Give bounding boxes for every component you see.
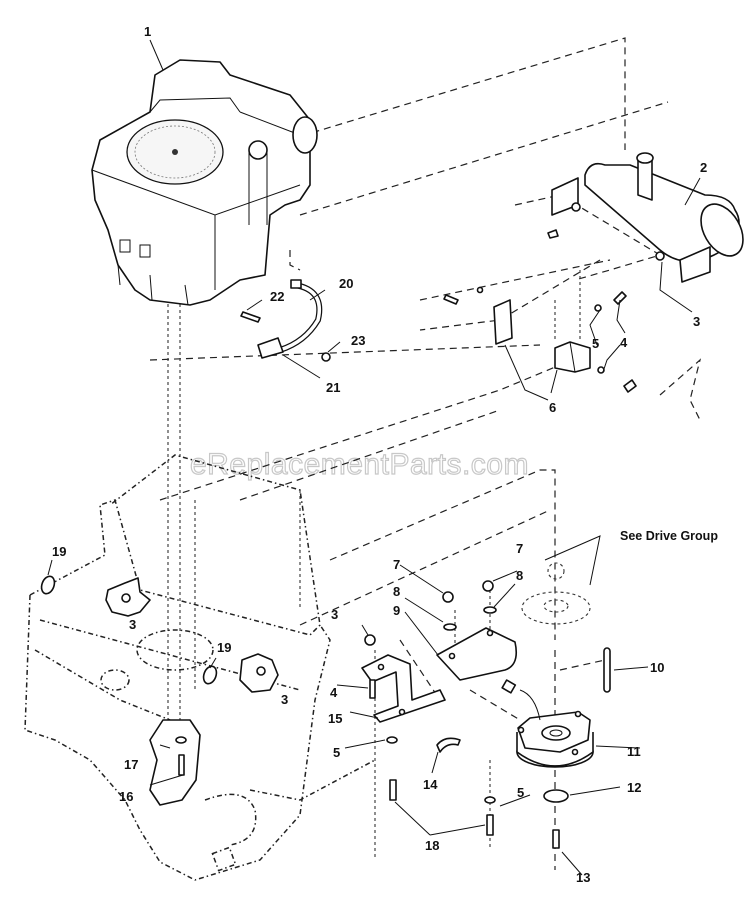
plate-nut-right[interactable] — [482, 580, 494, 592]
callout-20: 20 — [339, 276, 353, 291]
lower-bolt-right[interactable] — [486, 814, 494, 836]
callout-8-left: 8 — [393, 584, 400, 599]
callout-6: 6 — [549, 400, 556, 415]
callout-15: 15 — [328, 711, 342, 726]
engine[interactable] — [91, 59, 318, 306]
bracket-bolt[interactable] — [369, 679, 376, 699]
callout-21: 21 — [326, 380, 340, 395]
clip[interactable] — [436, 737, 461, 753]
muffler[interactable] — [551, 152, 750, 283]
callout-22: 22 — [270, 289, 284, 304]
muffler-bracket-left[interactable] — [493, 299, 513, 345]
callout-5-clutch: 5 — [517, 785, 524, 800]
callout-7-right: 7 — [516, 541, 523, 556]
bolt-icon — [613, 291, 627, 305]
callout-13: 13 — [576, 870, 590, 885]
callout-12: 12 — [627, 780, 641, 795]
watermark: eReplacementParts.com — [190, 448, 529, 481]
callout-9: 9 — [393, 603, 400, 618]
frame-hardware — [39, 574, 279, 806]
drive-group-reference — [521, 562, 591, 625]
leader-lines — [47, 39, 701, 876]
lower-bolt-left[interactable] — [389, 779, 397, 801]
chassis-frame — [24, 454, 376, 881]
bolt-icon — [443, 294, 459, 305]
oil-cap — [248, 140, 268, 160]
callout-23: 23 — [351, 333, 365, 348]
hose-assembly[interactable] — [240, 279, 331, 362]
callout-17: 17 — [124, 757, 138, 772]
callout-18: 18 — [425, 838, 439, 853]
callout-3-frame-left: 3 — [129, 617, 136, 632]
clutch-bracket[interactable] — [361, 634, 446, 744]
callout-3: 3 — [693, 314, 700, 329]
callout-11: 11 — [627, 744, 641, 759]
bracket-nut[interactable] — [364, 634, 376, 646]
bolt-icon — [623, 379, 637, 393]
callout-5: 5 — [592, 336, 599, 351]
muffler-hardware — [443, 229, 637, 393]
callout-1: 1 — [144, 24, 151, 39]
washer-icon — [597, 366, 605, 374]
clutch-washer-lower[interactable] — [484, 796, 496, 804]
mounting-plate[interactable] — [436, 580, 518, 681]
electric-clutch[interactable] — [501, 679, 594, 768]
callout-16: 16 — [119, 789, 133, 804]
callout-19-center: 19 — [217, 640, 231, 655]
callout-labels: 1 2 3 4 4 5 5 6 20 21 22 23 19 19 3 3 3 … — [52, 24, 718, 885]
callout-4-bracket: 4 — [330, 685, 338, 700]
clutch-connector — [501, 679, 517, 694]
plate-nut-left[interactable] — [442, 591, 454, 603]
callout-7-left: 7 — [393, 557, 400, 572]
plate-washer-right[interactable] — [483, 606, 497, 614]
key[interactable] — [603, 647, 611, 693]
plate-washer-left[interactable] — [443, 623, 457, 631]
clutch-bolt[interactable] — [552, 829, 560, 849]
bolt-icon — [547, 229, 559, 239]
callout-2: 2 — [700, 160, 707, 175]
callout-19-left: 19 — [52, 544, 66, 559]
callout-4: 4 — [620, 335, 628, 350]
see-drive-group-note: See Drive Group — [620, 529, 718, 543]
callout-3-frame-right: 3 — [281, 692, 288, 707]
isolator-left[interactable] — [39, 574, 56, 595]
callout-8-right: 8 — [516, 568, 523, 583]
assembly-lines — [149, 37, 702, 870]
isolator-center[interactable] — [201, 664, 218, 685]
washer-icon — [476, 286, 484, 294]
bracket-washer[interactable] — [386, 736, 398, 744]
frame-mount-plate[interactable] — [149, 719, 201, 806]
callout-3-bracket: 3 — [331, 607, 338, 622]
callout-5-bracket: 5 — [333, 745, 340, 760]
washer-icon — [594, 304, 602, 312]
callout-10: 10 — [650, 660, 664, 675]
clutch-washer[interactable] — [543, 789, 569, 803]
callout-14: 14 — [423, 777, 438, 792]
